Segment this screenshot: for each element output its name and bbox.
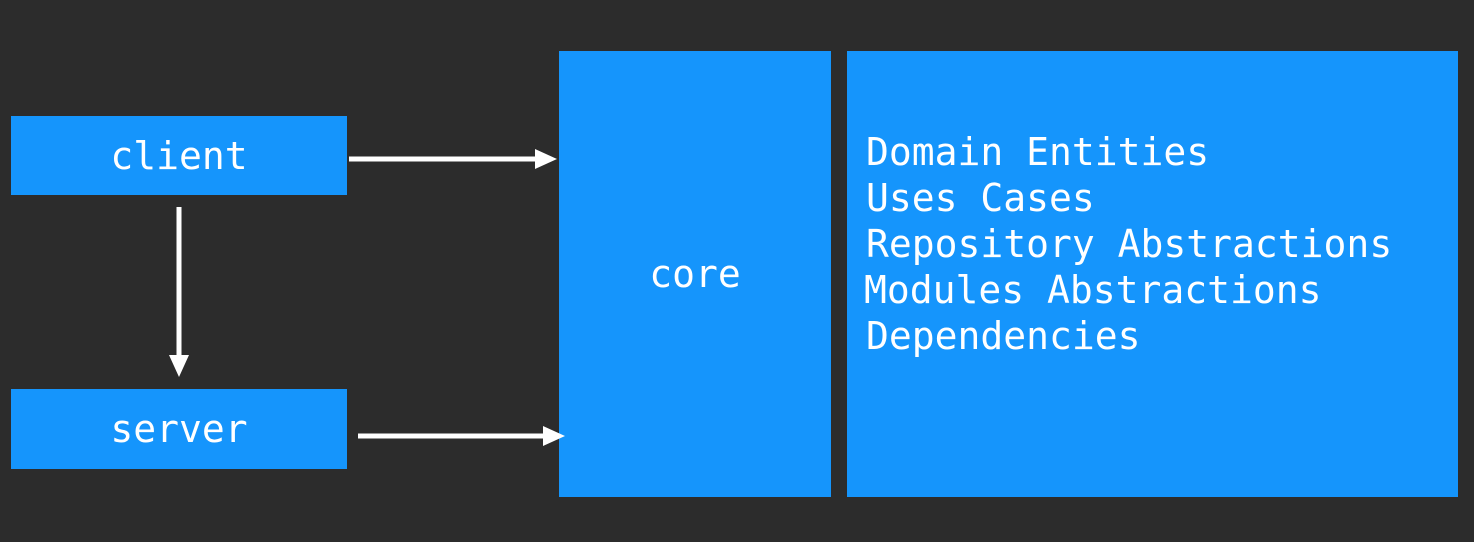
arrow-server-to-core (358, 426, 565, 446)
core-detail-item: Uses Cases (866, 176, 1095, 220)
server-node: server (11, 389, 347, 469)
core-detail-item: Dependencies (866, 314, 1141, 358)
arrow-client-to-server (169, 207, 189, 377)
core-details-panel: Domain Entities Uses Cases Repository Ab… (847, 51, 1458, 497)
core-detail-item: Domain Entities (866, 130, 1210, 174)
core-detail-item: Modules Abstractions (864, 268, 1322, 312)
core-node: core (559, 51, 831, 497)
server-label: server (110, 407, 248, 451)
arrow-client-to-core (349, 149, 557, 169)
client-label: client (110, 133, 248, 178)
core-label: core (649, 252, 741, 296)
core-detail-item: Repository Abstractions (866, 222, 1393, 266)
client-node: client (11, 116, 347, 195)
